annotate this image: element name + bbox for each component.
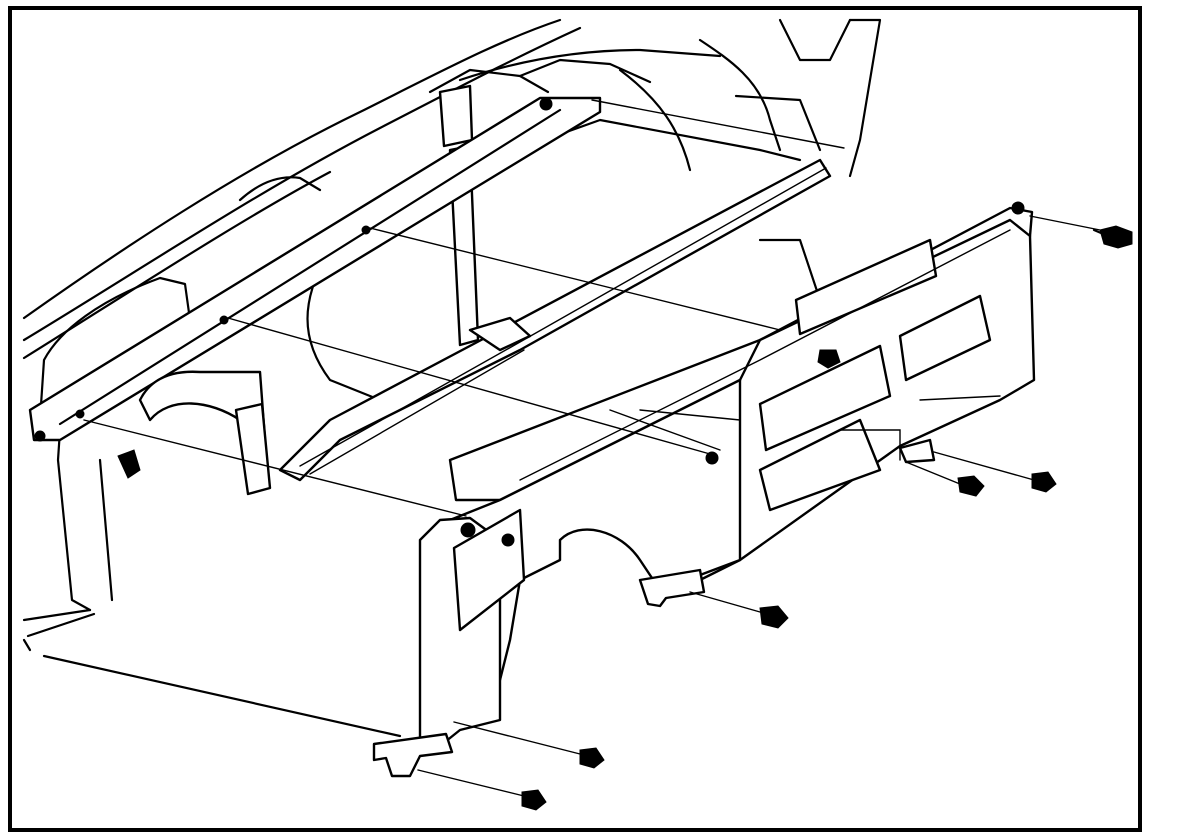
explosion-lines (83, 99, 1101, 797)
upper-dash-rail (28, 96, 602, 442)
bolt-upper-right (1092, 225, 1133, 249)
lower-left-bracket (26, 612, 402, 738)
instrument-panel-carrier (372, 201, 1036, 778)
center-channel (278, 158, 832, 482)
bolt-center-bottom (759, 605, 789, 629)
bolt-front-right-lower (957, 471, 1057, 497)
bolt-left-bottom-upper (579, 747, 605, 769)
retaining-clip (117, 449, 141, 479)
bolt-left-bottom-lower (521, 789, 547, 811)
left-air-duct (138, 370, 272, 496)
bolt-front-right (817, 349, 841, 369)
